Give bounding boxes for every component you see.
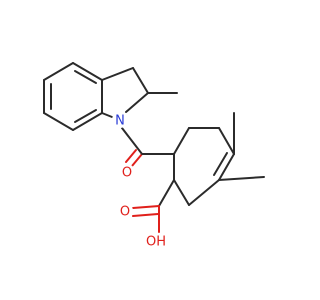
nitrogen-label: N [115, 114, 125, 129]
carbonyl-oxygen-label: O [122, 166, 132, 181]
carboxylic-acid-group [132, 179, 175, 233]
hydroxyl-label: OH [146, 235, 166, 250]
cyclohexene-ring [173, 112, 265, 206]
benzene-ring [43, 62, 103, 131]
atom-labels: N O O OH [112, 112, 168, 250]
structure-diagram: N O O OH [43, 62, 265, 250]
amide-group [121, 127, 175, 167]
acid-oxygen-label: O [120, 205, 130, 220]
indoline-ring [101, 67, 178, 118]
